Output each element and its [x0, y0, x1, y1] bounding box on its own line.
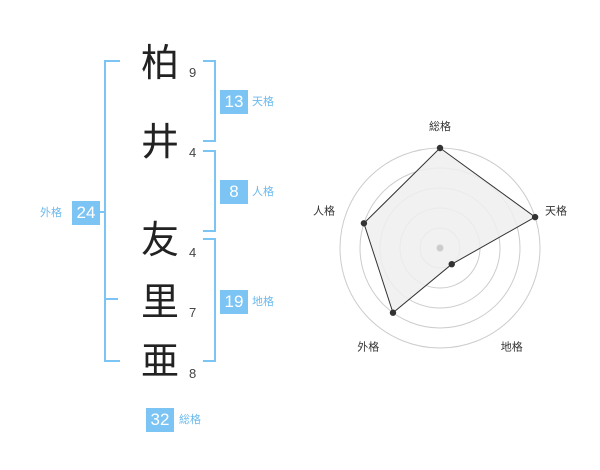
radar-point-1 [531, 213, 539, 221]
radar-axis-label-0: 総格 [429, 119, 451, 133]
kanji-1: 柏 [140, 41, 179, 85]
radar-point-4 [360, 220, 368, 227]
radar-axis-label-1: 天格 [545, 203, 567, 217]
soukaku-value-badge: 32 [146, 408, 174, 432]
gaikaku-bracket-mid-tick [104, 298, 118, 300]
gaikaku-label: 外格 [40, 206, 62, 219]
radar-axis-label-4: 人格 [313, 203, 335, 217]
chikaku-value-badge: 19 [220, 290, 248, 314]
radar-point-0 [436, 144, 444, 152]
radar-point-3 [389, 309, 397, 316]
jinkaku-value-badge: 8 [220, 180, 248, 204]
stroke-count-4: 7 [189, 305, 197, 320]
gaikaku-value-badge: 24 [72, 201, 100, 225]
stroke-count-5: 8 [189, 366, 197, 381]
radar-axis-label-2: 地格 [501, 340, 523, 354]
soukaku-label: 総格 [179, 413, 201, 426]
jinkaku-bracket [203, 150, 216, 232]
stroke-count-2: 4 [189, 145, 197, 160]
gaikaku-bracket-connector [96, 211, 106, 213]
kanji-3: 友 [140, 218, 179, 262]
jinkaku-label: 人格 [252, 185, 274, 198]
chikaku-bracket [203, 238, 216, 362]
stroke-count-1: 9 [189, 65, 197, 80]
kanji-2: 井 [140, 120, 179, 164]
radar-area [363, 147, 537, 314]
tenkaku-bracket [203, 60, 216, 142]
tenkaku-value-badge: 13 [220, 90, 248, 114]
radar-point-2 [448, 260, 455, 268]
tenkaku-label: 天格 [252, 95, 274, 108]
kanji-4: 里 [140, 280, 179, 324]
radar-center-dot [436, 244, 444, 252]
kanji-5: 亜 [140, 339, 179, 383]
stroke-count-3: 4 [189, 245, 197, 260]
radar-axis-label-3: 外格 [357, 340, 379, 354]
chikaku-label: 地格 [252, 295, 274, 308]
